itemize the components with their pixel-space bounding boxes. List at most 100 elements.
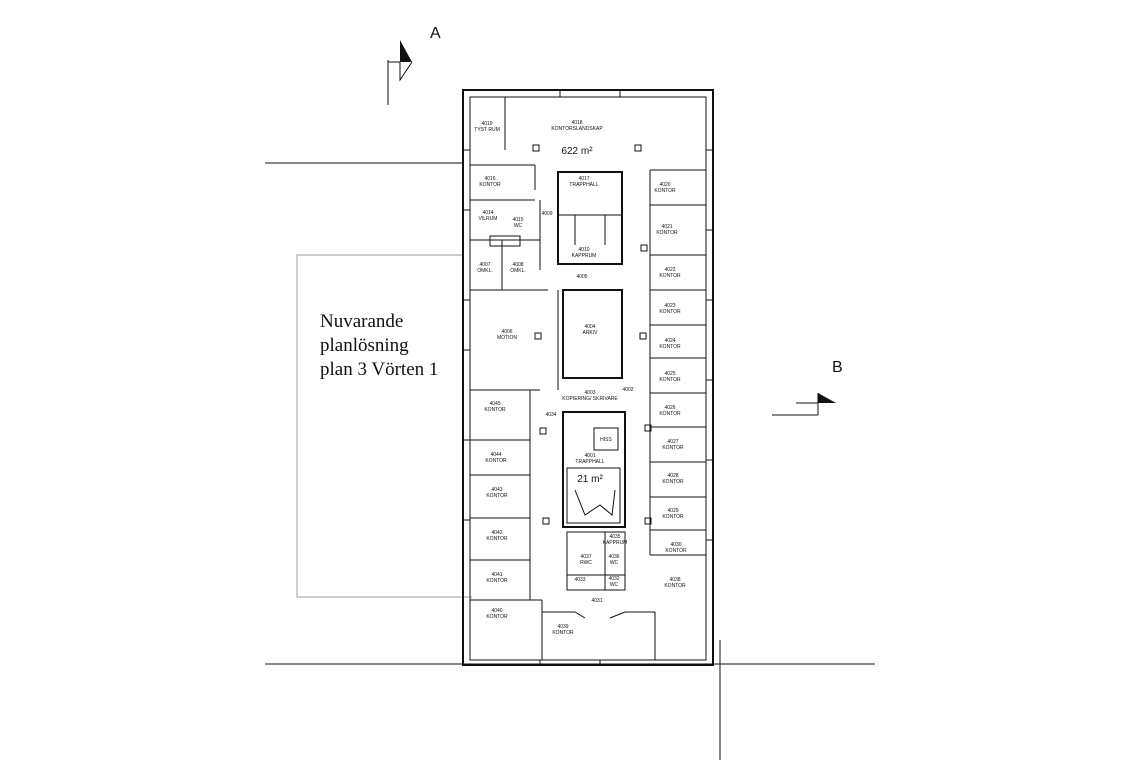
room-number-label: 4042 [491,530,502,536]
caption-line: plan 3 Vörten 1 [320,359,439,380]
room-name-label: KONTOR [659,411,681,417]
room-name-label: KONTOR [485,458,507,464]
room-number-label: 4006 [501,329,512,335]
room-name-label: VILRUM [479,216,498,222]
room-number-label: 4007 [479,262,490,268]
room-number-label: 4029 [667,508,678,514]
section-label-a: A [430,25,441,42]
room-4009: 4009 [541,211,552,217]
room-name-label: WC [514,223,523,229]
room-name-label: WC [610,582,619,588]
room-number-label: 4038 [669,577,680,583]
room-name-label: KONTOR [664,583,686,589]
room-name-label: OMKL. [477,268,493,274]
room-number-label: 4016 [484,176,495,182]
room-4005: 4005 [576,274,587,280]
room-name-label: KONTOR [654,188,676,194]
room-name-label: RWC [580,560,592,566]
room-number-label: 4031 [591,598,602,604]
room-number-label: 4021 [661,224,672,230]
room-number-label: 4014 [482,210,493,216]
room-number-label: 4001 [584,453,595,459]
room-number-label: 4030 [670,542,681,548]
room-name-label: OMKL. [510,268,526,274]
room-name-label: KONTOR [659,273,681,279]
room-number-label: 4017 [578,176,589,182]
room-name-label: KONTOR [659,377,681,383]
room-name-label: KOPIERING/ SKRIVARE [562,396,618,402]
room-number-label: 4005 [576,274,587,280]
room-name-label: WC [610,560,619,566]
room-number-label: 4034 [545,412,556,418]
room-number-label: 4045 [489,401,500,407]
room-name-label: KONTOR [552,630,574,636]
room-number-label: 4032 [608,576,619,582]
room-number-label: 4003 [584,390,595,396]
room-number-label: 4033 [574,577,585,583]
room-number-label: 4024 [664,338,675,344]
room-number-label: 4010 [578,247,589,253]
area-label-stair: 21 m² [577,474,603,485]
room-number-label: 4018 [571,120,582,126]
room-4031: 4031 [591,598,602,604]
plan-caption: Nuvarande planlösning plan 3 Vörten 1 [320,310,438,382]
room-name-label: KONTOR [479,182,501,188]
area-label-main: 622 m² [561,146,593,157]
room-name-label: TRAPPHALL [569,182,598,188]
caption-line: planlösning [320,335,409,356]
room-name-label: TYST RUM [474,127,499,133]
room-number-label: 4028 [667,473,678,479]
room-name-label: ARKIV [582,330,598,336]
room-name-label: KONTOR [659,344,681,350]
room-name-label: KONTOR [486,614,508,620]
room-number-label: 4020 [659,182,670,188]
room-name-label: KONTOR [484,407,506,413]
room-name-label: KONTOR [659,309,681,315]
room-number-label: 4027 [667,439,678,445]
room-number-label: 4044 [490,452,501,458]
room-4033: 4033 [574,577,585,583]
building-walls [462,89,714,666]
room-4002: 4002 [622,387,633,393]
interior-walls [470,97,706,660]
room-name-label: HISS [600,437,612,443]
room-number-label: 4039 [557,624,568,630]
room-name-label: KAPPRUM [572,253,597,259]
room-name-label: KONTOR [486,493,508,499]
room-name-label: KONTORSLANDSKAP [551,126,603,132]
room-name-label: KONTOR [662,479,684,485]
room-number-label: 4043 [491,487,502,493]
section-marker-a: A [387,25,441,105]
room-4034: 4034 [545,412,556,418]
caption-line: Nuvarande [320,311,404,332]
room-name-label: TRAPPHALL [575,459,604,465]
room-number-label: 4002 [622,387,633,393]
room-number-label: 4023 [664,303,675,309]
room-number-label: 4041 [491,572,502,578]
room-number-label: 4035 [609,534,620,540]
